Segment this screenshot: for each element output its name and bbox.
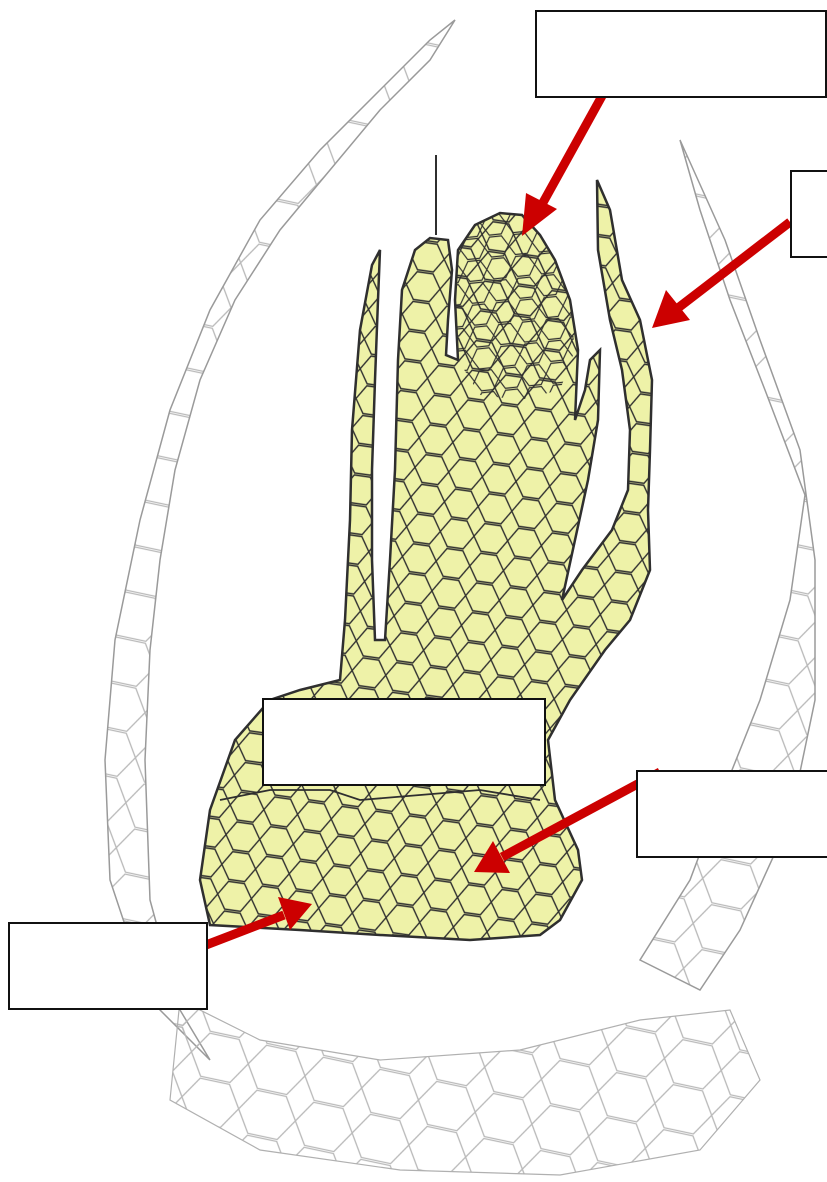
label-box-leaf-primordium[interactable] [790,170,827,258]
label-box-apex[interactable] [535,10,827,98]
base-tissue [170,1000,760,1175]
shoot-body-cells [200,180,652,940]
meristem-tissue [200,155,652,940]
label-box-bottom-right[interactable] [636,770,827,858]
apex-dome-cells [455,213,575,400]
label-box-bottom-left[interactable] [8,922,208,1010]
arrow-to-apex [522,96,602,236]
label-box-middle[interactable] [262,698,546,786]
